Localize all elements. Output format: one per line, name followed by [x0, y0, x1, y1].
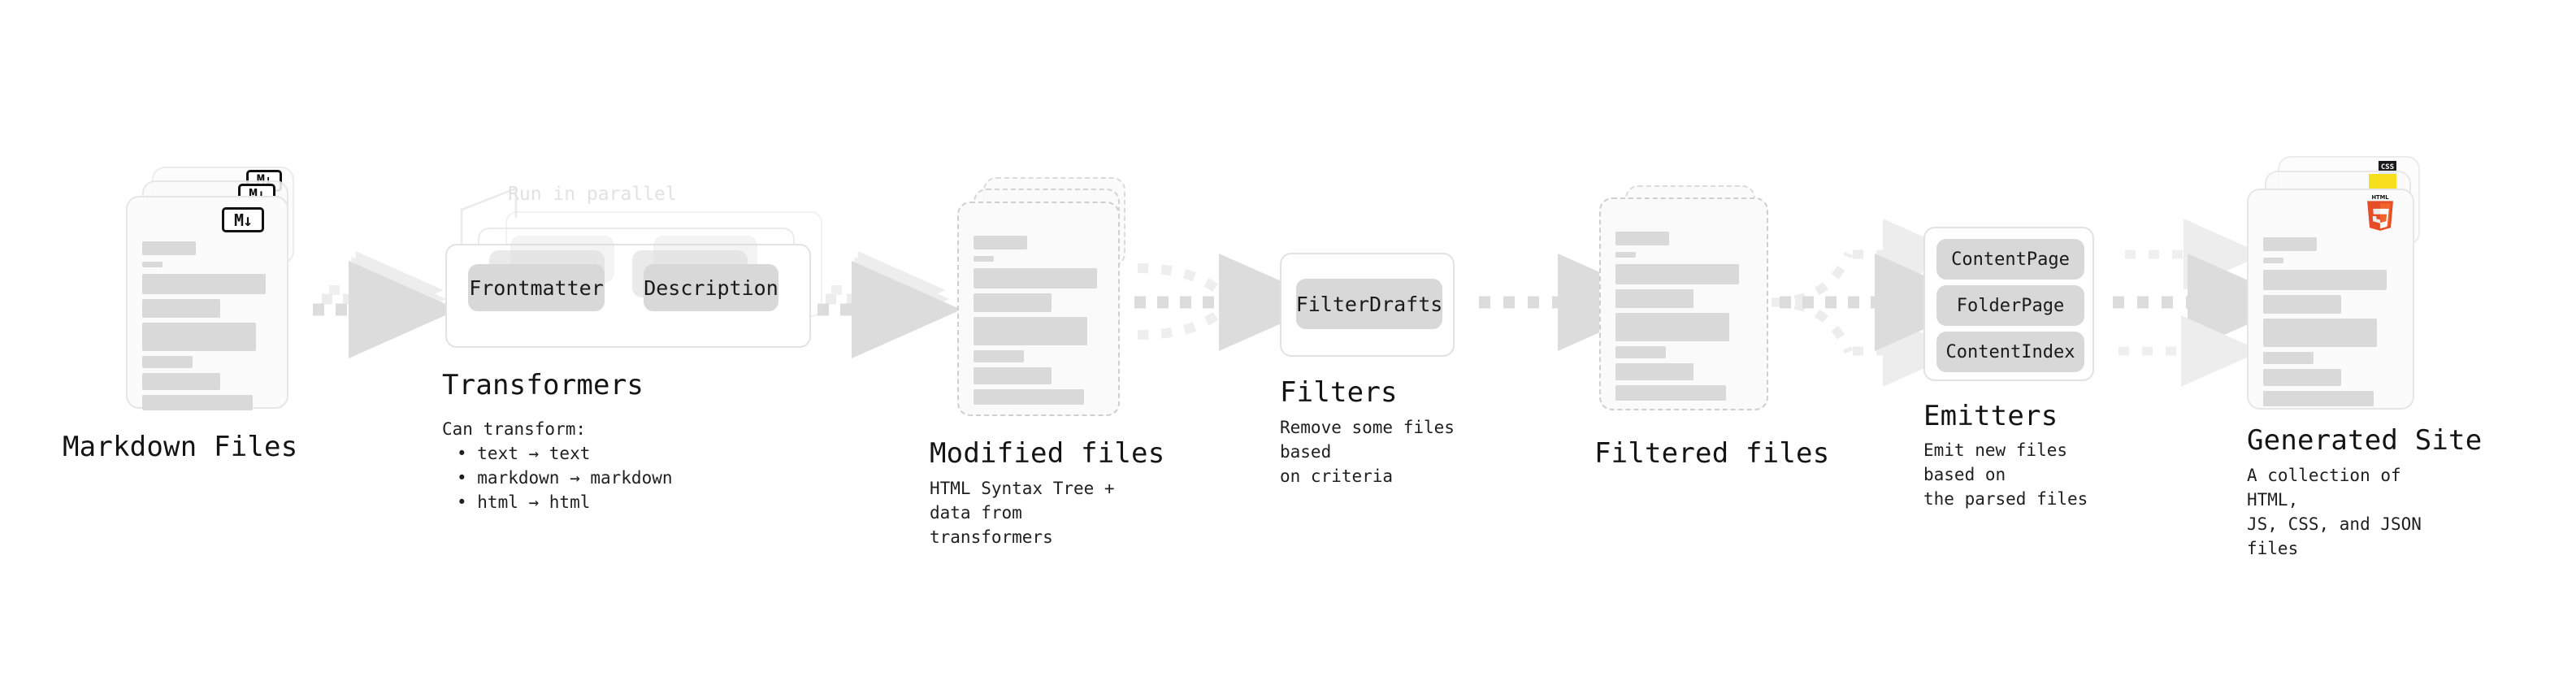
- transformer-pill-frontmatter[interactable]: Frontmatter: [468, 264, 605, 311]
- arrow-emitters-to-generated: [2113, 219, 2297, 387]
- stage-caption-generated-site: A collection of HTML, JS, CSS, and JSON …: [2247, 466, 2422, 558]
- markdown-card-front: M↓: [126, 196, 288, 410]
- run-in-parallel-note: Run in parallel: [508, 184, 677, 205]
- skeleton-bar: [142, 395, 253, 410]
- stage-caption-modified-files: HTML Syntax Tree + data from transformer…: [930, 479, 1115, 547]
- generated-card-front: HTML: [2247, 189, 2414, 410]
- stage-transformers: Frontmatter Description Run in parallel …: [442, 184, 827, 512]
- stage-filtered-files: Filtered files: [1594, 185, 1829, 470]
- bullets-header: Can transform:: [442, 419, 587, 439]
- bullet-item: • html → html: [457, 492, 591, 512]
- stage-title-filtered-files: Filtered files: [1594, 437, 1830, 470]
- stage-markdown-files: M↓ M↓ M↓ Markdown Files: [63, 167, 301, 463]
- stage-caption-emitters: Emit new files based on the parsed files: [1923, 440, 2088, 509]
- bullet-item: • markdown → markdown: [457, 468, 673, 488]
- skeleton-bar: [974, 293, 1052, 312]
- skeleton-bar: [1615, 289, 1693, 308]
- skeleton-bar: [142, 373, 220, 390]
- stage-title-transformers: Transformers: [442, 369, 644, 401]
- arrow-modified-to-filters: [1134, 254, 1329, 351]
- filtered-file-stack: [1599, 185, 1774, 429]
- emitters-box: ContentPage FolderPage ContentIndex: [1923, 227, 2094, 381]
- filter-pill-filterdrafts[interactable]: FilterDrafts: [1296, 279, 1442, 329]
- markdown-badge-front: M↓: [222, 207, 264, 232]
- stage-title-emitters: Emitters: [1923, 400, 2058, 432]
- stage-title-generated-site: Generated Site: [2247, 424, 2483, 457]
- skeleton-bar: [974, 268, 1097, 288]
- filters-box: FilterDrafts: [1280, 253, 1455, 357]
- bullet-item: • text → text: [457, 444, 591, 463]
- skeleton-bar: [142, 299, 220, 318]
- skeleton-bar: [974, 350, 1024, 362]
- skeleton-bar: [2263, 391, 2374, 406]
- skeleton-bar: [2263, 295, 2341, 314]
- stage-generated-site: CSS HTML: [2247, 156, 2482, 558]
- skeleton-bar: [2263, 319, 2377, 347]
- svg-text:CSS: CSS: [2381, 163, 2394, 171]
- skeleton-bar: [1615, 346, 1666, 358]
- skeleton-bar: [2263, 352, 2314, 364]
- stage-modified-files: Modified files HTML Syntax Tree + data f…: [930, 177, 1164, 547]
- skeleton-bar: [1615, 252, 1636, 258]
- skeleton-bar: [974, 389, 1084, 405]
- modified-card-front: [957, 202, 1120, 416]
- skeleton-bar: [974, 236, 1027, 249]
- filtered-card-front: [1599, 197, 1768, 410]
- stage-title-modified-files: Modified files: [930, 437, 1165, 470]
- svg-text:HTML: HTML: [2371, 195, 2389, 201]
- skeleton-bar: [142, 262, 163, 267]
- skeleton-bar: [974, 256, 994, 262]
- modified-file-stack: [957, 177, 1132, 421]
- transformers-box-stack: Frontmatter Description: [445, 189, 827, 359]
- js-badge: [2369, 174, 2396, 192]
- markdown-file-stack: M↓ M↓ M↓: [126, 167, 301, 410]
- html5-badge: HTML: [2367, 195, 2393, 231]
- skeleton-bar: [2263, 237, 2317, 251]
- emitter-pill-folderpage[interactable]: FolderPage: [1936, 285, 2084, 326]
- skeleton-bar: [2263, 369, 2341, 386]
- skeleton-bar: [1615, 363, 1693, 380]
- stage-caption-filters: Remove some files based on criteria: [1280, 418, 1455, 486]
- skeleton-bar: [142, 356, 193, 368]
- transformer-pill-description[interactable]: Description: [644, 264, 778, 311]
- stage-filters: FilterDrafts Filters Remove some files b…: [1280, 253, 1455, 486]
- skeleton-bar: [142, 323, 256, 351]
- skeleton-bar: [974, 317, 1087, 345]
- emitter-pill-contentindex[interactable]: ContentIndex: [1936, 332, 2084, 372]
- skeleton-bar: [2263, 270, 2387, 290]
- skeleton-bar: [974, 367, 1052, 384]
- arrow-markdown-to-transformers: [313, 251, 458, 358]
- stage-title-filters: Filters: [1280, 376, 1398, 409]
- arrow-filtered-to-emitters: [1771, 219, 1984, 387]
- skeleton-bar: [142, 241, 196, 255]
- stage-emitters: ContentPage FolderPage ContentIndex Emit…: [1923, 227, 2094, 509]
- skeleton-bar: [1615, 385, 1726, 401]
- skeleton-bar: [142, 274, 266, 294]
- stage-title-markdown-files: Markdown Files: [63, 431, 298, 463]
- skeleton-bar: [1615, 264, 1739, 284]
- skeleton-bar: [2263, 258, 2283, 263]
- skeleton-bar: [1615, 232, 1669, 245]
- skeleton-bar: [1615, 313, 1729, 341]
- emitter-pill-contentpage[interactable]: ContentPage: [1936, 239, 2084, 280]
- generated-file-stack: CSS HTML: [2247, 156, 2434, 410]
- transformers-bullet-list: Can transform: • text → text • markdown …: [442, 417, 673, 514]
